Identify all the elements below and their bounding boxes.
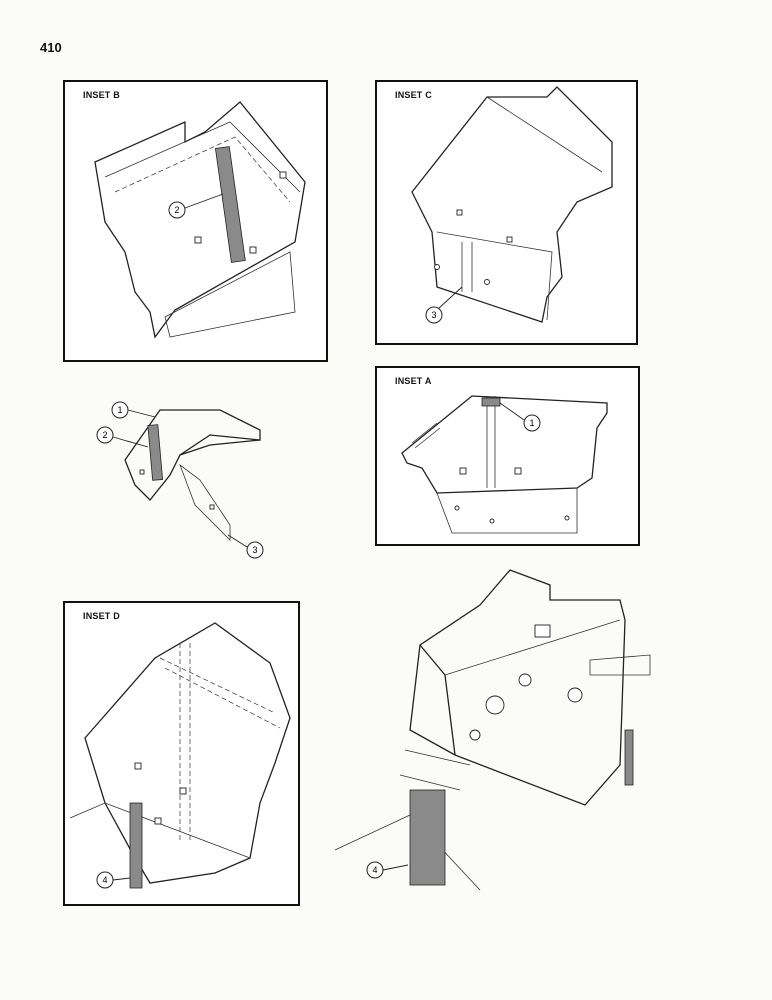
svg-text:4: 4	[372, 865, 377, 875]
inset-a-label: INSET A	[395, 376, 432, 386]
foam-strip	[624, 729, 634, 786]
callout-3: 3	[227, 534, 264, 559]
inset-b-drawing: 2	[94, 101, 306, 339]
inset-d-drawing: 4	[69, 622, 291, 889]
callout-2: 2	[168, 193, 224, 219]
callout-4: 4	[366, 861, 409, 879]
foam-block	[129, 802, 143, 889]
callout-3: 3	[425, 286, 463, 324]
inset-d-label: INSET D	[83, 611, 120, 621]
svg-text:3: 3	[431, 310, 436, 320]
svg-text:1: 1	[117, 405, 122, 415]
svg-text:4: 4	[102, 875, 107, 885]
svg-text:2: 2	[102, 430, 107, 440]
inset-a-drawing: 1	[401, 395, 608, 534]
page-number: 410	[40, 40, 62, 55]
callout-4: 4	[96, 871, 131, 889]
inset-a-panel: INSET A 1	[375, 366, 640, 546]
inset-c-label: INSET C	[395, 90, 432, 100]
inset-c-drawing: 3	[411, 86, 613, 324]
callout-1: 1	[499, 402, 541, 432]
main-assembly-drawing: 4	[330, 565, 660, 915]
svg-text:2: 2	[174, 205, 179, 215]
foam-strip	[214, 146, 246, 263]
inset-b-label: INSET B	[83, 90, 120, 100]
callout-1: 1	[111, 401, 156, 419]
foam-strip	[147, 424, 164, 481]
inset-c-panel: INSET C 3	[375, 80, 638, 345]
foam-block	[409, 789, 446, 886]
inset-d-panel: INSET D 4	[63, 601, 300, 906]
svg-text:1: 1	[529, 418, 534, 428]
inset-b-panel: INSET B 2	[63, 80, 328, 362]
callout-2: 2	[96, 426, 149, 448]
svg-text:3: 3	[252, 545, 257, 555]
overview-drawing: 1 2 3	[80, 385, 280, 570]
